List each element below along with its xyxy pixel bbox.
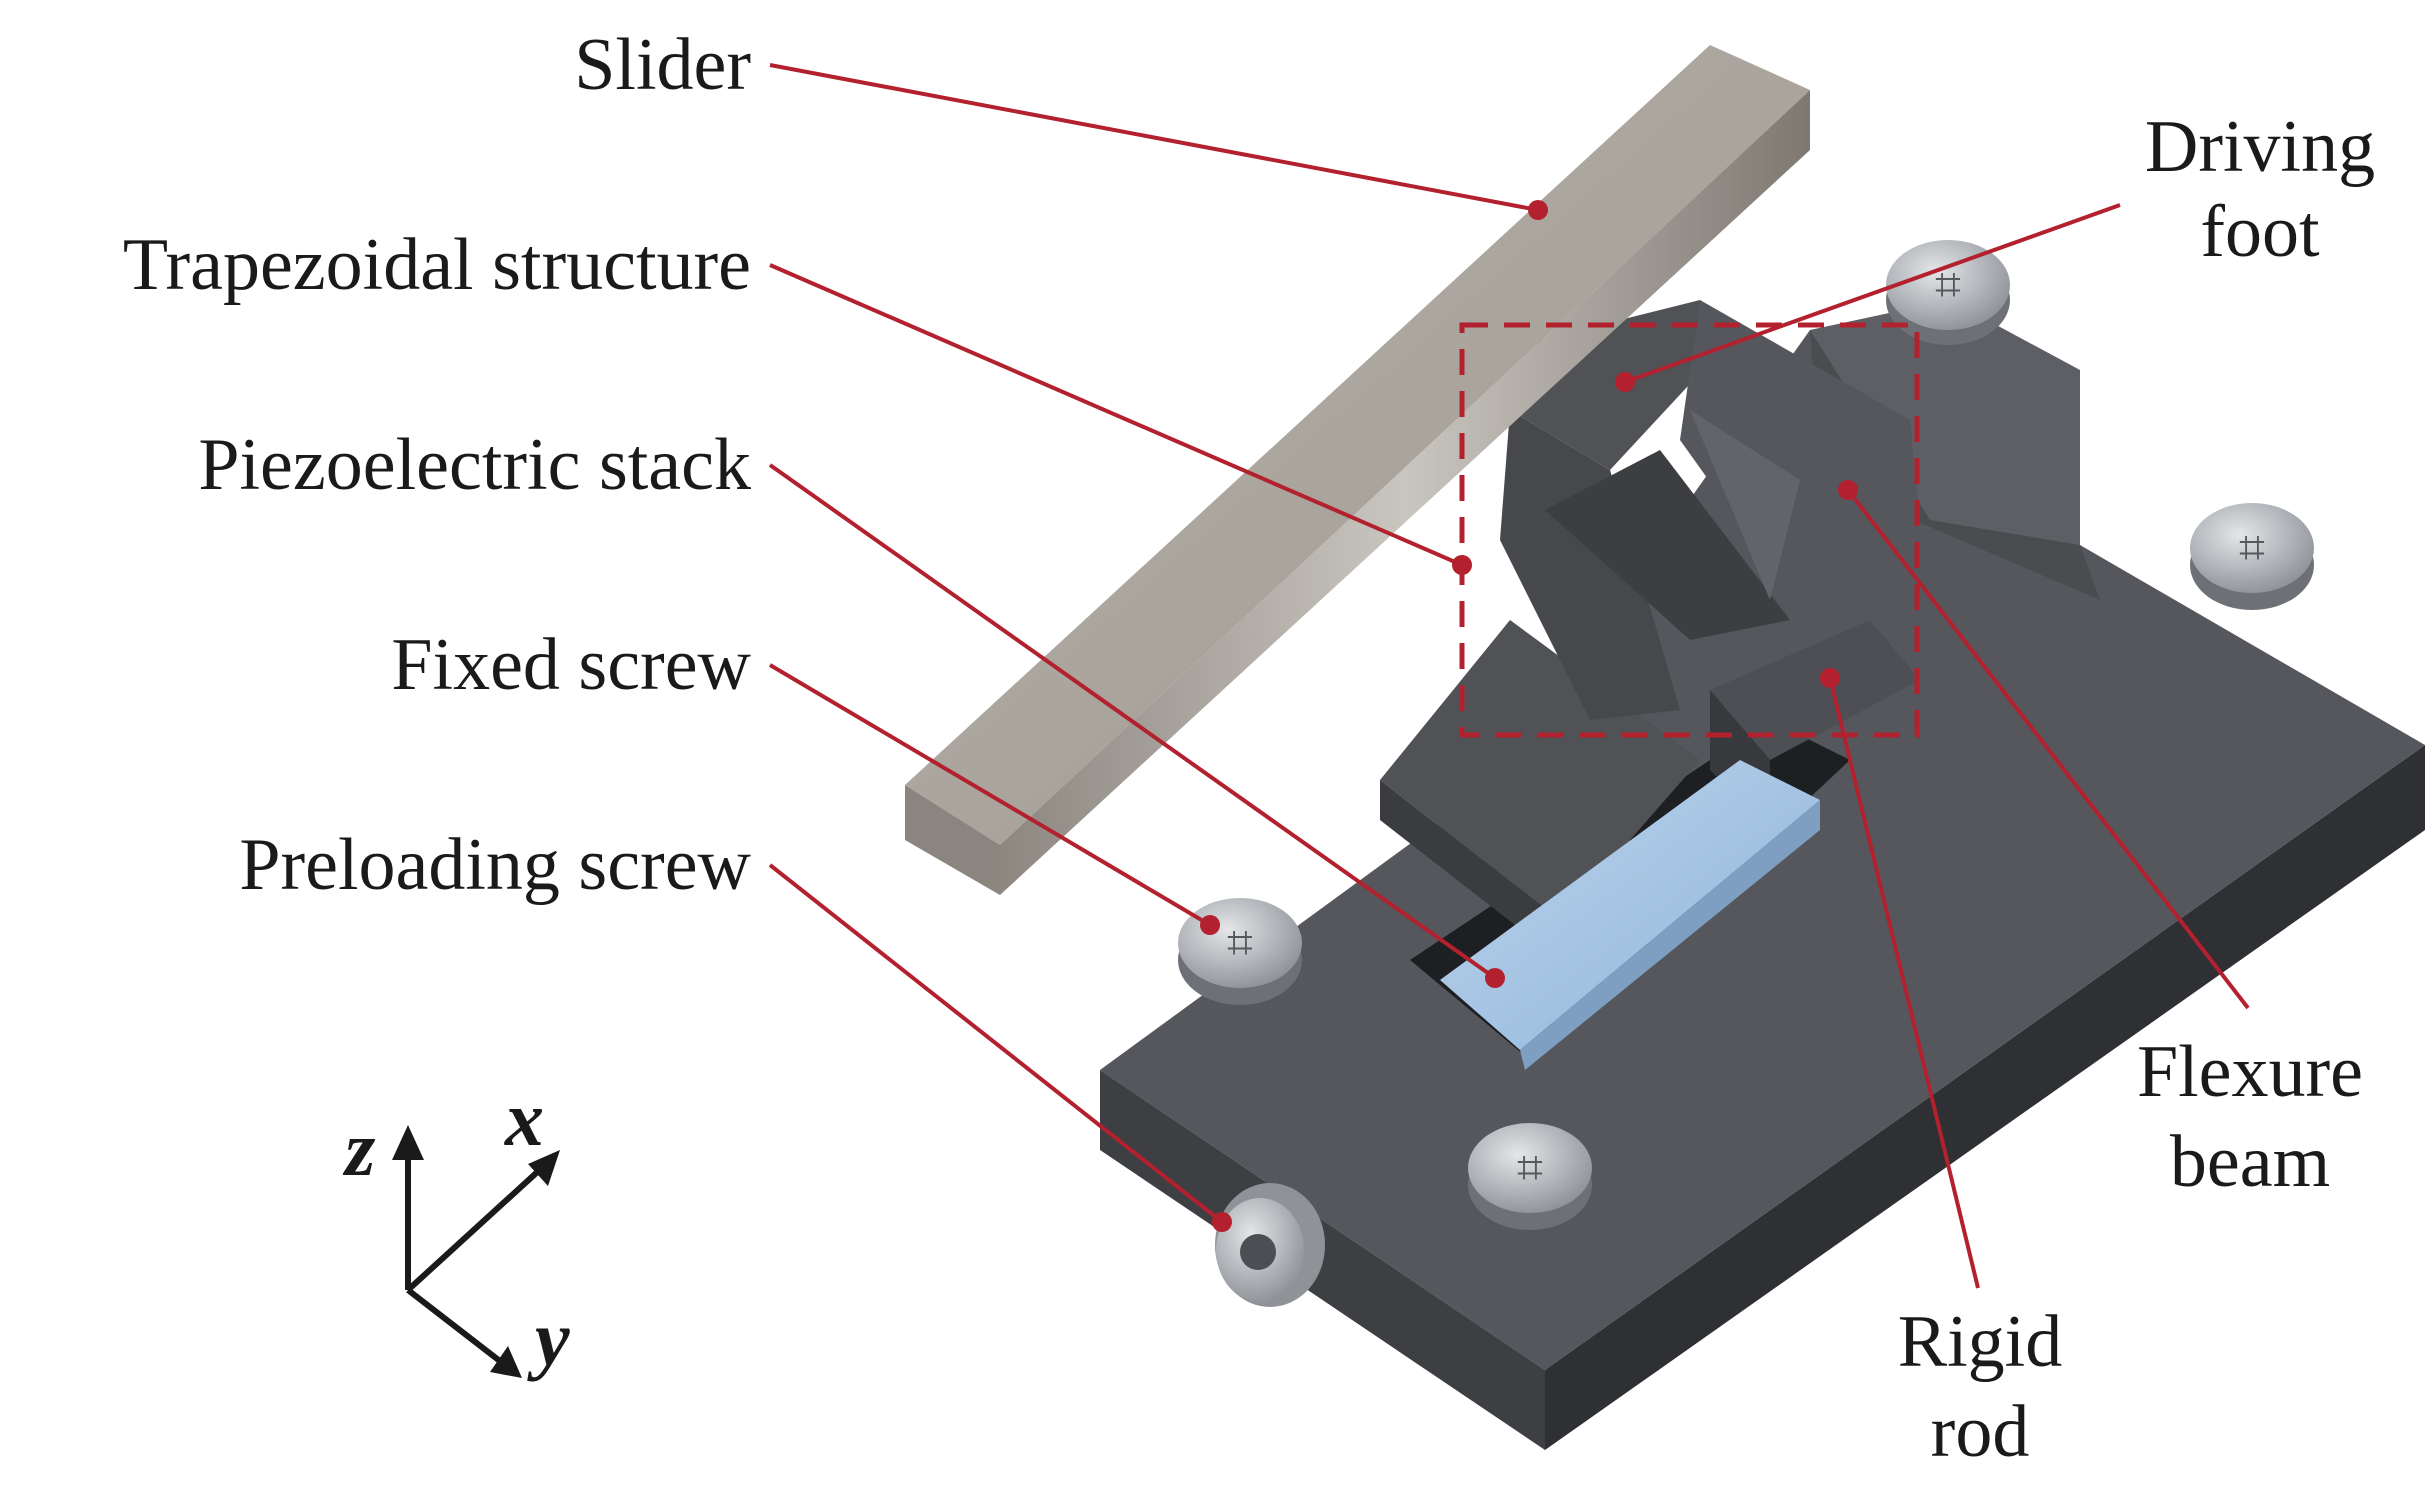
left-block-side (1380, 780, 1560, 960)
piezoelectric-stack-shape (1440, 760, 1820, 1050)
coordinate-axes (392, 1125, 560, 1378)
base-right-face (1545, 745, 2425, 1450)
svg-text:⌗: ⌗ (1517, 1140, 1543, 1194)
slider-bar (905, 45, 1810, 895)
label-rigid-rod-line1: Rigid (1897, 1301, 2063, 1383)
y-axis-arrowhead (490, 1346, 522, 1378)
axis-label-z: z (345, 1105, 376, 1192)
rigid-rod-block (1710, 620, 1920, 760)
x-axis-line (405, 1162, 548, 1293)
inner-triangle-left (1545, 450, 1790, 640)
screw-right: ⌗ (2190, 503, 2314, 610)
y-axis-line (406, 1287, 507, 1368)
label-fixed-screw: Fixed screw (391, 624, 751, 706)
leader-rigid-rod (1820, 668, 1980, 1289)
label-rigid-rod-line2: rod (1930, 1391, 2030, 1473)
screw-back-right: ⌗ (1886, 240, 2010, 345)
right-block (1810, 300, 2080, 545)
axis-label-y: y (535, 1295, 570, 1382)
label-flexure-beam-line2: beam (2169, 1121, 2331, 1203)
leader-preloading (768, 863, 1232, 1232)
leader-trapezoidal (769, 263, 1472, 575)
left-flexure-arm (1500, 410, 1680, 720)
label-trapezoidal-structure: Trapezoidal structure (122, 224, 751, 306)
label-slider: Slider (574, 24, 751, 106)
slider-top (905, 45, 1810, 845)
screw-left: ⌗ (1178, 898, 1302, 1005)
slider-side (1000, 90, 1810, 895)
inner-triangle-right (1690, 410, 1800, 600)
label-driving-foot-line2: foot (2200, 191, 2320, 273)
leader-piezo (768, 463, 1505, 988)
highlight-box (1459, 322, 1920, 738)
leader-flexure-beam (1838, 480, 2250, 1010)
z-axis-arrowhead (392, 1125, 424, 1160)
screw-front: ⌗ (1468, 1123, 1592, 1230)
screws: ⌗ ⌗ ⌗ ⌗ (1178, 240, 2314, 1307)
slider-front (905, 785, 1000, 895)
axis-label-x: x (505, 1075, 544, 1162)
label-piezoelectric-stack: Piezoelectric stack (198, 424, 751, 506)
label-driving-foot-line1: Driving (2144, 106, 2376, 188)
piezoelectric-stack-side (1520, 800, 1820, 1070)
svg-text:⌗: ⌗ (2239, 520, 2265, 574)
label-flexure-beam-line1: Flexure (2136, 1031, 2364, 1113)
leader-slider (769, 63, 1548, 220)
leader-lines (768, 63, 2250, 1289)
x-axis-arrowhead (528, 1150, 560, 1186)
leader-fixed-screw (768, 663, 1220, 935)
svg-text:⌗: ⌗ (1227, 915, 1253, 969)
preloading-screw-head (1215, 1183, 1325, 1307)
leader-driving-foot (1615, 203, 2121, 392)
label-preloading-screw: Preloading screw (239, 824, 751, 906)
